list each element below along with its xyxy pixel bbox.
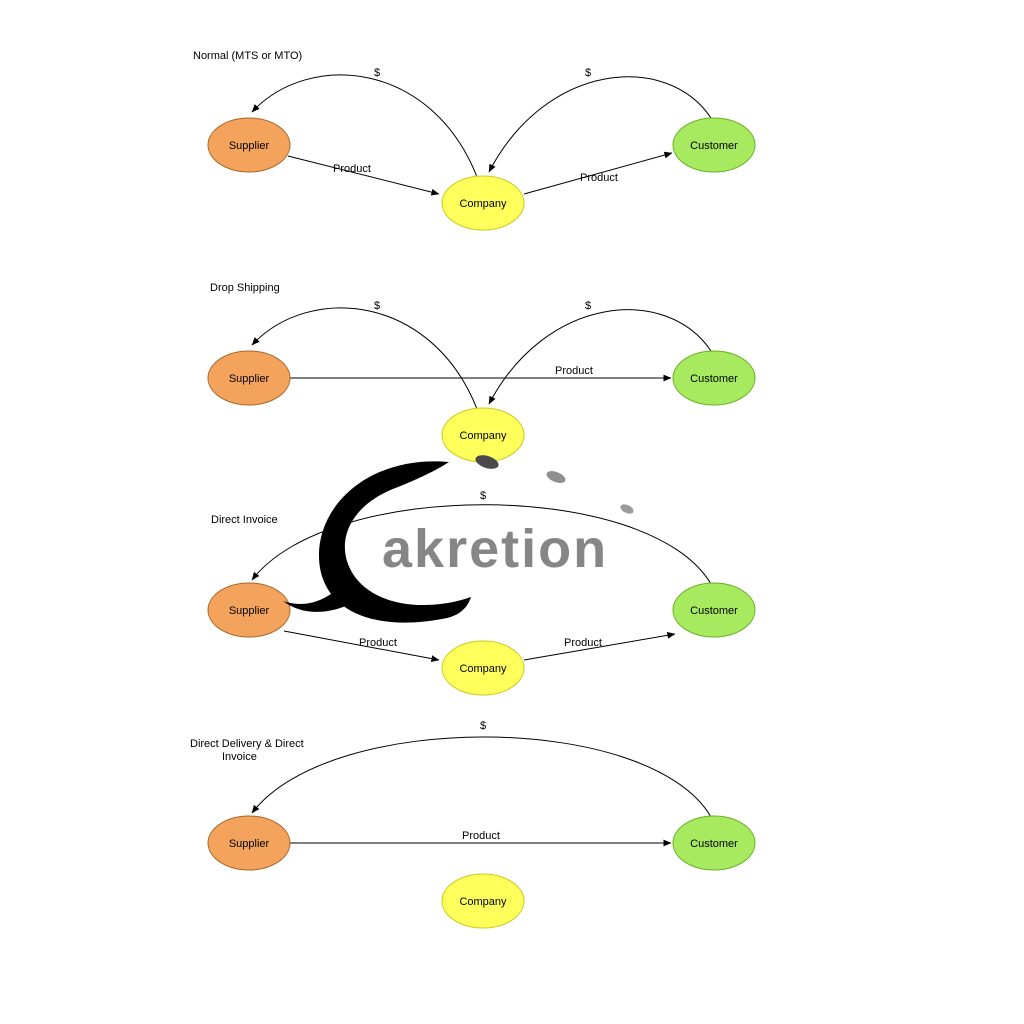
watermark-logo: akretion	[283, 455, 634, 623]
money-customer-to-supplier-edge-label: $	[480, 720, 486, 732]
customer-node	[672, 582, 756, 638]
company-node	[441, 873, 525, 929]
product-company-to-customer-edge-label: Product	[580, 172, 618, 184]
customer-node-label: Customer	[690, 605, 738, 617]
product-supplier-to-company-edge-label: Product	[333, 163, 371, 175]
money-company-to-supplier-edge	[251, 74, 478, 178]
money-company-to-supplier-edge	[251, 307, 478, 410]
section-title: Drop Shipping	[210, 282, 280, 294]
section-title: Direct Delivery & Direct	[190, 738, 304, 750]
company-node-label: Company	[459, 663, 507, 675]
company-node	[441, 175, 525, 231]
customer-node-label: Customer	[690, 373, 738, 385]
supplier-node	[207, 582, 291, 638]
money-customer-to-company-edge	[488, 309, 712, 405]
money-customer-to-supplier-edge	[251, 504, 712, 585]
customer-node	[672, 350, 756, 406]
akretion-swirl-icon	[283, 590, 350, 612]
money-customer-to-supplier-edge-label: $	[480, 490, 486, 502]
company-node-label: Company	[459, 430, 507, 442]
product-supplier-to-company-edge	[283, 630, 440, 662]
watermark-dot	[546, 471, 566, 483]
product-company-to-customer-edge	[523, 151, 673, 195]
customer-node	[672, 815, 756, 871]
supplier-node-label: Supplier	[229, 838, 270, 850]
supplier-node-label: Supplier	[229, 140, 270, 152]
company-node-label: Company	[459, 198, 507, 210]
money-customer-to-supplier-edge	[251, 736, 712, 818]
section-title: Direct Invoice	[211, 514, 278, 526]
section-title: Invoice	[222, 751, 257, 763]
product-supplier-to-customer-edge-label: Product	[555, 365, 593, 377]
money-company-to-supplier-edge-label: $	[374, 67, 380, 79]
diagram-section-normal: Normal (MTS or MTO)$$ProductProductSuppl…	[193, 50, 756, 231]
customer-node-label: Customer	[690, 838, 738, 850]
supplier-node	[207, 350, 291, 406]
company-node-label: Company	[459, 896, 507, 908]
watermark-dot	[620, 504, 634, 514]
supplier-node-label: Supplier	[229, 605, 270, 617]
diagram-section-direct-invoice: Direct Invoice $ Product Product SupplierCom…	[207, 490, 756, 696]
supplier-node	[207, 117, 291, 173]
money-customer-to-company-edge-label: $	[585, 67, 591, 79]
product-supplier-to-company-edge-label: Product	[359, 637, 397, 649]
watermark-text: akretion	[382, 519, 608, 579]
product-supplier-to-customer-edge-label: Product	[462, 830, 500, 842]
akretion-swirl-icon	[318, 461, 471, 623]
company-node	[441, 640, 525, 696]
product-supplier-to-company-edge	[287, 155, 440, 196]
product-company-to-customer-edge	[523, 631, 676, 661]
product-company-to-customer-edge-label: Product	[564, 637, 602, 649]
section-title: Normal (MTS or MTO)	[193, 50, 302, 62]
customer-node	[672, 117, 756, 173]
customer-node-label: Customer	[690, 140, 738, 152]
supplier-node	[207, 815, 291, 871]
money-customer-to-company-edge-label: $	[585, 300, 591, 312]
money-company-to-supplier-edge-label: $	[374, 300, 380, 312]
supplier-node-label: Supplier	[229, 373, 270, 385]
watermark-dot	[475, 455, 499, 469]
money-customer-to-company-edge	[488, 76, 712, 173]
